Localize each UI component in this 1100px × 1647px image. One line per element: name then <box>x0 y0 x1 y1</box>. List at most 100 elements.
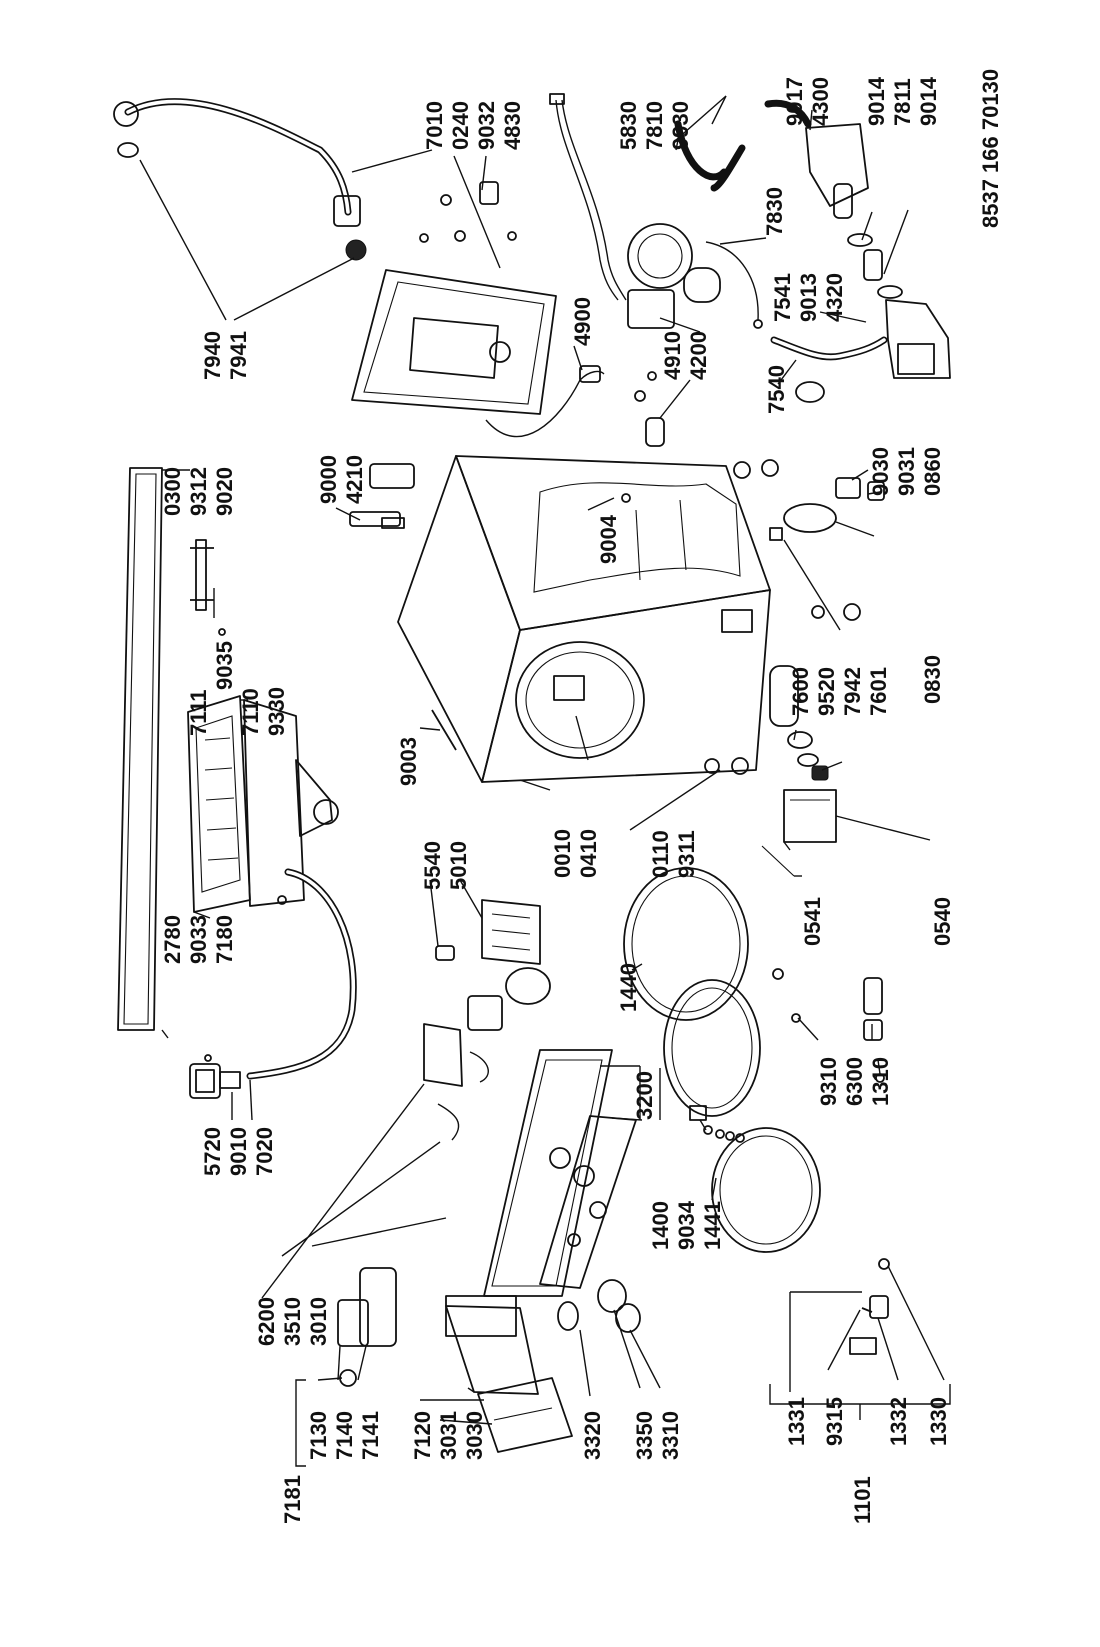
label-9014-a: 9014 <box>864 76 889 126</box>
label-0010: 0010 <box>550 829 575 878</box>
label-0830: 0830 <box>920 655 945 704</box>
cabinet <box>381 455 861 783</box>
label-5010: 5010 <box>446 841 471 890</box>
label-4300: 4300 <box>808 77 833 126</box>
label-5540: 5540 <box>420 841 445 890</box>
label-6300: 6300 <box>842 1057 867 1106</box>
label-5830: 5830 <box>616 101 641 150</box>
label-0540: 0540 <box>930 897 955 946</box>
door-lock-parts <box>769 477 885 541</box>
label-9032: 9032 <box>474 101 499 150</box>
label-3310: 3310 <box>658 1411 683 1460</box>
rear-panel <box>351 181 557 415</box>
label-4210: 4210 <box>342 455 367 504</box>
label-9030: 9030 <box>868 447 893 496</box>
label-7601: 7601 <box>866 667 891 716</box>
leader-lines <box>139 95 951 1467</box>
label-9033: 9033 <box>186 915 211 964</box>
label-6200: 6200 <box>254 1297 279 1346</box>
label-1440: 1440 <box>616 963 641 1012</box>
top-cover <box>117 467 163 1031</box>
label-9315: 9315 <box>822 1397 847 1446</box>
label-3030: 3030 <box>462 1411 487 1460</box>
label-7010: 7010 <box>422 101 447 150</box>
label-9520: 9520 <box>814 667 839 716</box>
detergent-drawer <box>445 1305 573 1453</box>
label-9035: 9035 <box>212 641 237 690</box>
label-1310: 1310 <box>868 1057 893 1106</box>
fasteners <box>689 1105 745 1143</box>
label-9017: 9017 <box>782 77 807 126</box>
label-9013: 9013 <box>796 273 821 322</box>
parts-artwork <box>113 93 951 1453</box>
label-3350: 3350 <box>632 1411 657 1460</box>
control-panel <box>445 1049 641 1337</box>
drain-pump <box>764 99 951 379</box>
label-0240: 0240 <box>448 101 473 150</box>
label-9000: 9000 <box>316 455 341 504</box>
label-3010: 3010 <box>306 1297 331 1346</box>
label-9014-b: 9014 <box>916 76 941 126</box>
label-7111: 7111 <box>186 689 211 736</box>
wiring-harness <box>549 93 627 301</box>
label-5720: 5720 <box>200 1127 225 1176</box>
label-7130: 7130 <box>306 1411 331 1460</box>
label-9010: 9010 <box>226 1127 251 1176</box>
label-2780: 2780 <box>160 915 185 964</box>
label-0300: 0300 <box>160 467 185 516</box>
part-labels: 8537 166 70130 7010 0240 9032 4830 5830 … <box>160 69 1003 1524</box>
label-4830: 4830 <box>500 101 525 150</box>
detergent-dispenser <box>187 695 339 913</box>
inlet-valve <box>189 1054 241 1099</box>
label-0541: 0541 <box>800 897 825 946</box>
selector-knob <box>557 1301 579 1331</box>
label-9034: 9034 <box>674 1200 699 1250</box>
label-4910: 4910 <box>660 331 685 380</box>
label-7810: 7810 <box>642 101 667 150</box>
label-7140: 7140 <box>332 1411 357 1460</box>
service-hatch-parts <box>349 463 415 527</box>
switch-assembly <box>423 995 503 1141</box>
label-3031: 3031 <box>436 1411 461 1460</box>
label-7181: 7181 <box>280 1475 305 1524</box>
label-7830: 7830 <box>762 187 787 236</box>
label-3320: 3320 <box>580 1411 605 1460</box>
label-0860: 0860 <box>920 447 945 496</box>
label-7940: 7940 <box>200 331 225 380</box>
label-7180: 7180 <box>212 915 237 964</box>
label-9311: 9311 <box>674 830 699 878</box>
label-9310: 9310 <box>816 1057 841 1106</box>
label-9020: 9020 <box>212 467 237 516</box>
power-cable <box>485 365 605 438</box>
label-1330: 1330 <box>926 1397 951 1446</box>
label-7141: 7141 <box>358 1411 383 1460</box>
label-7811: 7811 <box>890 78 915 126</box>
label-9330: 9330 <box>264 687 289 736</box>
cover-hinge <box>190 539 226 636</box>
label-0110: 0110 <box>648 830 673 878</box>
drawing-code: 8537 166 70130 <box>978 69 1003 228</box>
label-9003: 9003 <box>396 737 421 786</box>
door-rings <box>623 867 821 1253</box>
sump-hoses <box>674 120 763 329</box>
label-1400: 1400 <box>648 1201 673 1250</box>
label-7941: 7941 <box>226 331 251 380</box>
label-7541: 7541 <box>770 273 795 322</box>
pressure-switch <box>627 223 721 447</box>
inlet-hose <box>246 868 357 1080</box>
service-panel <box>761 789 837 877</box>
label-4200: 4200 <box>686 331 711 380</box>
label-7540: 7540 <box>764 365 789 414</box>
label-4900: 4900 <box>570 297 595 346</box>
label-9930: 9930 <box>668 101 693 150</box>
dispenser-siphon <box>337 1267 397 1387</box>
label-3200: 3200 <box>632 1071 657 1120</box>
tub-drain-hose <box>770 336 888 403</box>
label-7120: 7120 <box>410 1411 435 1460</box>
control-module <box>435 899 551 1005</box>
label-1101: 1101 <box>850 1476 875 1524</box>
label-0410: 0410 <box>576 829 601 878</box>
label-9031: 9031 <box>894 447 919 496</box>
label-7600: 7600 <box>788 667 813 716</box>
